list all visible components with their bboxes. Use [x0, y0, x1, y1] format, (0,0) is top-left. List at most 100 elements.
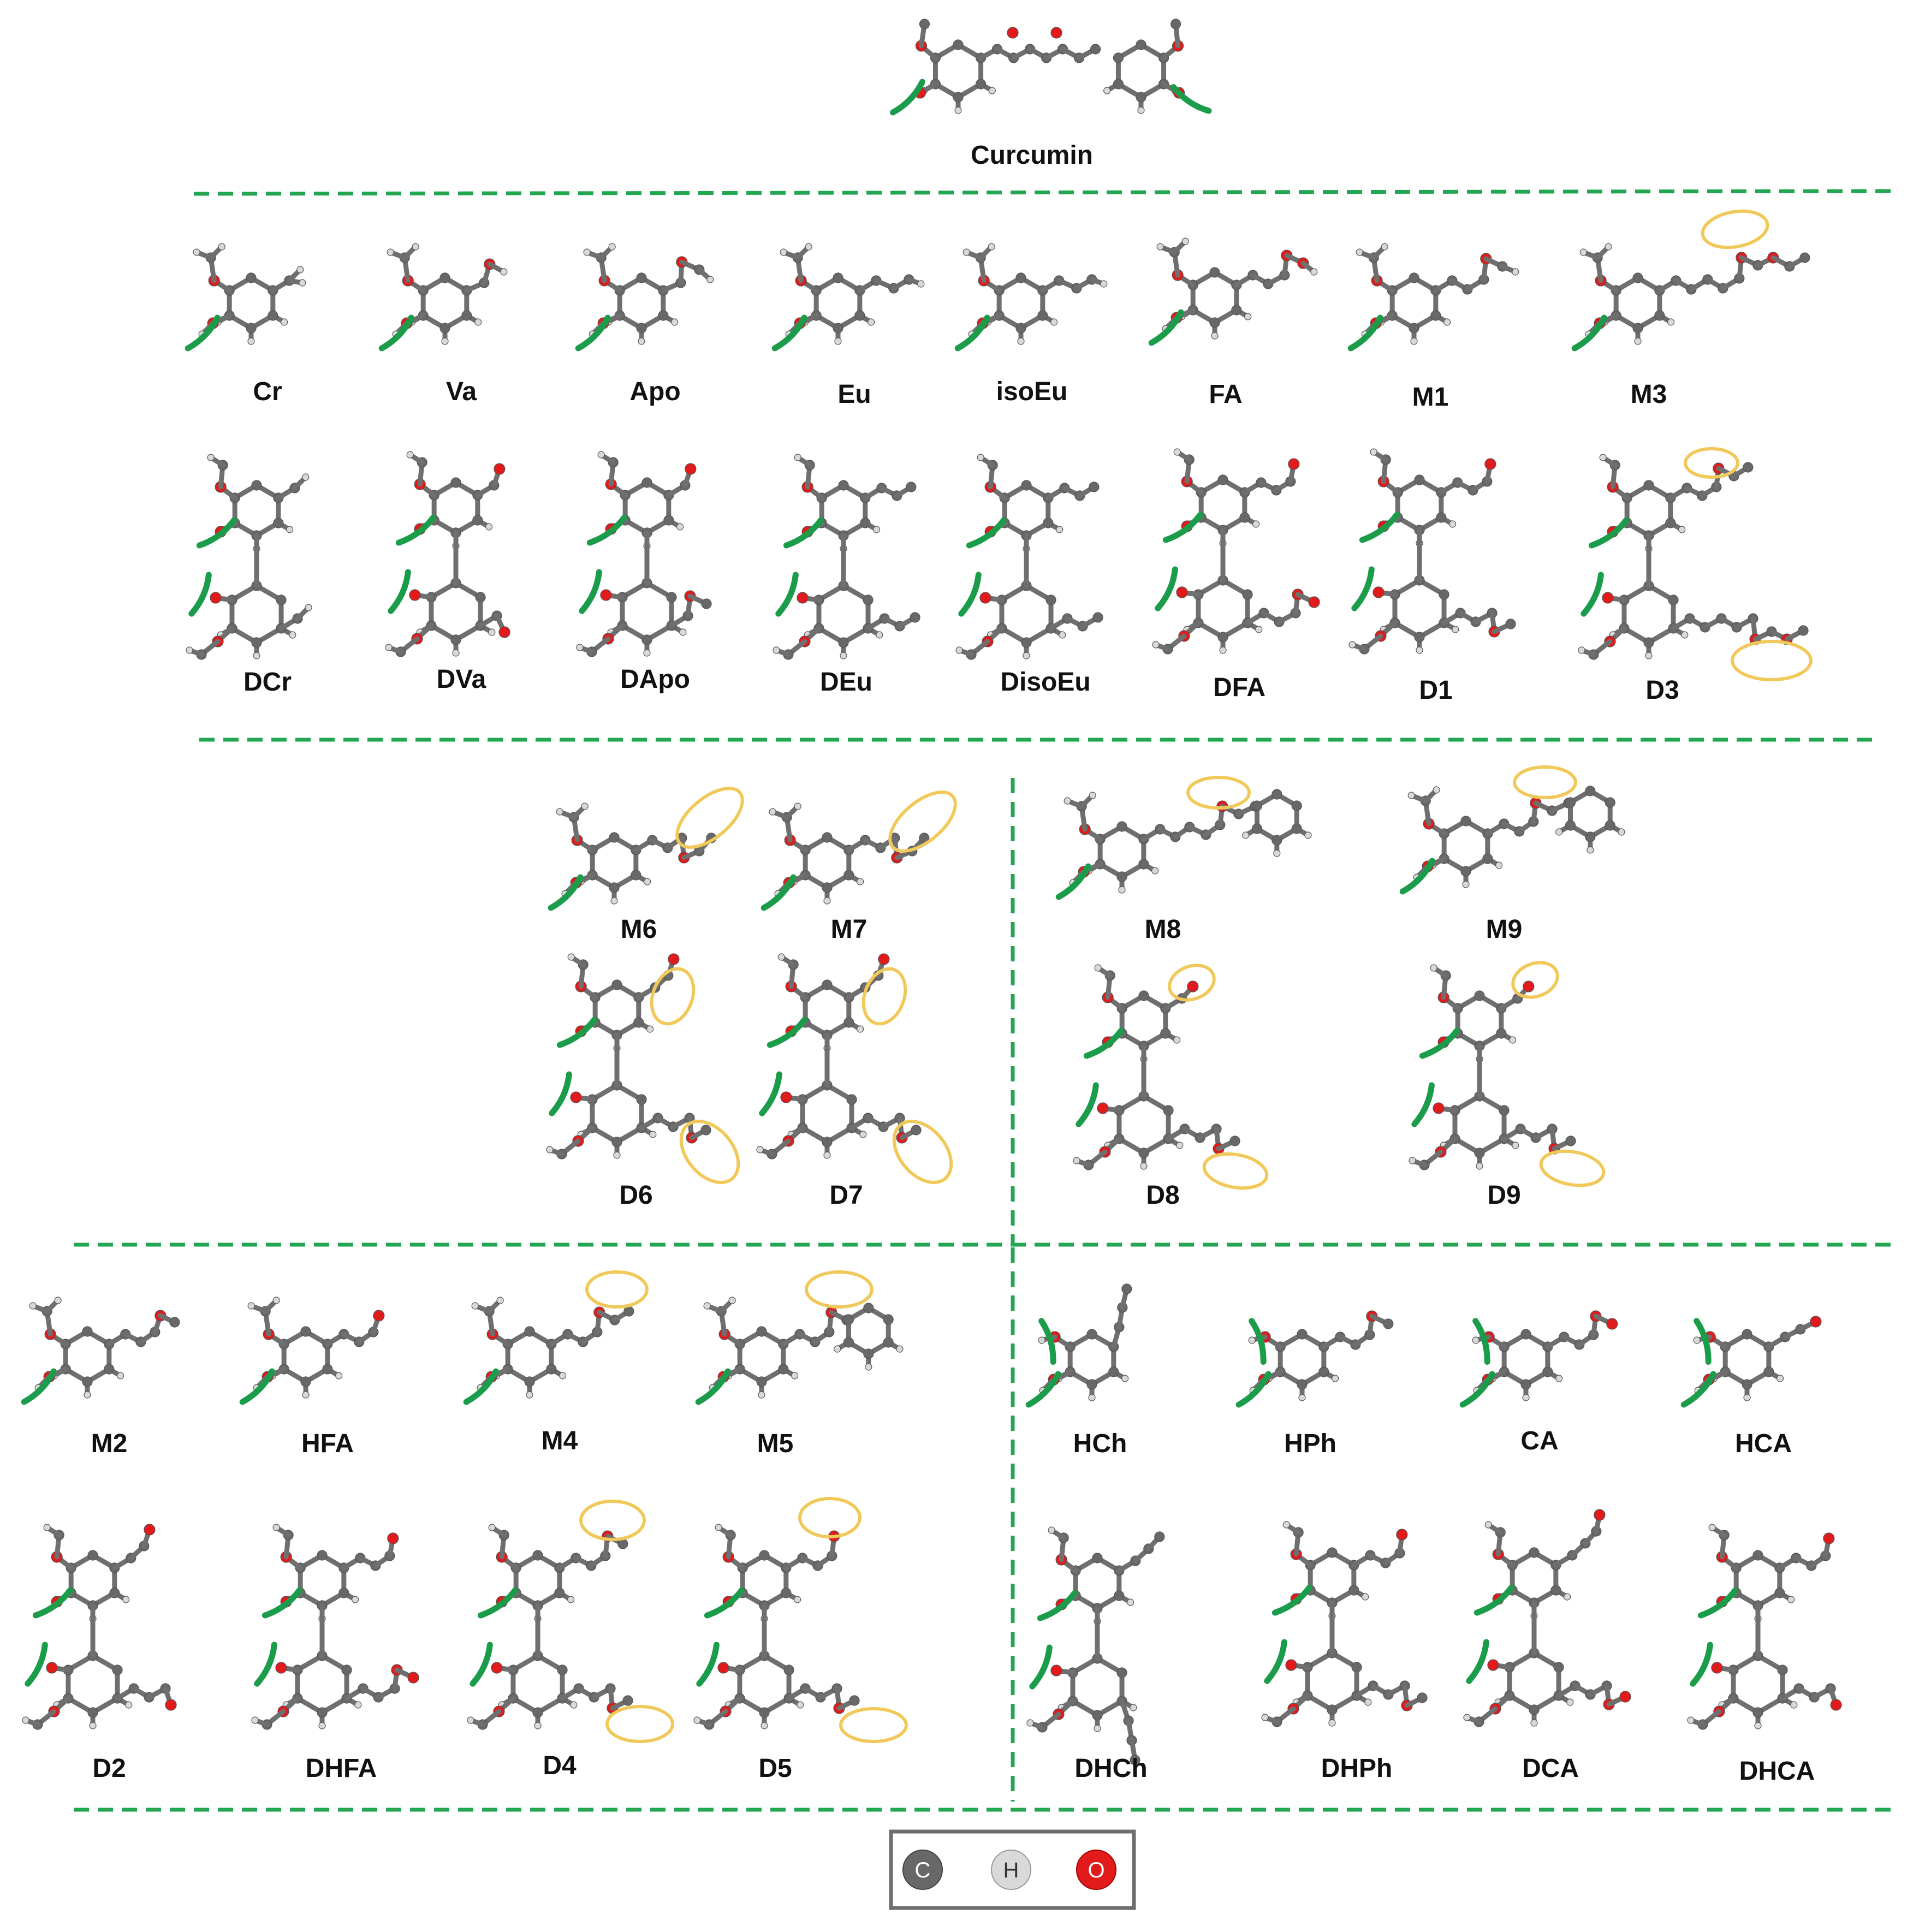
hydrogen-atom — [125, 1701, 133, 1709]
hydrogen-atom — [840, 652, 847, 659]
label-dca: DCA — [1522, 1754, 1579, 1783]
oxygen-atom — [1602, 592, 1614, 604]
hydrogen-atom — [218, 243, 225, 251]
carbon-atom — [1163, 1105, 1174, 1116]
hydrogen-atom — [1364, 1698, 1372, 1706]
carbon-atom — [833, 323, 843, 334]
carbon-atom — [273, 518, 284, 528]
label-d2: D2 — [92, 1754, 126, 1783]
carbon-atom — [1229, 1136, 1240, 1146]
hydrogen-atom — [385, 644, 393, 651]
carbon-atom — [849, 1695, 860, 1706]
interaction-arc — [1399, 858, 1435, 895]
hydrogen-atom — [1777, 1375, 1784, 1382]
hydrogen-atom — [1261, 1714, 1269, 1721]
label-m6: M6 — [621, 915, 657, 944]
carbon-atom — [863, 595, 874, 605]
hydrogen-atom — [1667, 318, 1675, 326]
carbon-atom — [1460, 816, 1471, 827]
hydrogen-atom — [1056, 526, 1063, 533]
hydrogen-atom — [296, 266, 304, 274]
carbon-atom — [1550, 1585, 1561, 1596]
interaction-arc — [704, 1587, 745, 1619]
carbon-atom — [843, 870, 854, 881]
hydrogen-atom — [1121, 1375, 1129, 1382]
hydrogen-atom — [988, 87, 996, 94]
oxygen-atom — [409, 589, 421, 601]
oxygen-atom — [600, 589, 612, 601]
interaction-arc — [470, 1642, 493, 1687]
carbon-atom — [1043, 518, 1054, 528]
hydrogen-atom — [117, 1372, 124, 1380]
carbon-atom — [338, 1588, 349, 1598]
hydrogen-atom — [1484, 1521, 1492, 1529]
label-cr: Cr — [253, 377, 282, 406]
molecule-d6 — [546, 953, 740, 1184]
hydrogen-atom — [1173, 1036, 1181, 1044]
molecule-m8 — [1055, 776, 1312, 900]
carbon-atom — [759, 1707, 770, 1718]
hydrogen-atom — [1273, 849, 1281, 857]
carbon-atom — [1348, 1585, 1359, 1596]
hydrogen-atom — [452, 649, 460, 657]
carbon-atom — [450, 477, 461, 488]
hydrogen-atom — [1356, 248, 1363, 256]
hydrogen-atom — [794, 1596, 801, 1603]
hydrogen-atom — [1790, 1701, 1798, 1709]
molecule-hca — [1680, 1316, 1822, 1408]
hydrogen-atom — [272, 1524, 280, 1531]
hydrogen-atom — [780, 248, 787, 256]
hydrogen-atom — [1708, 1524, 1716, 1531]
carbon-atom — [300, 1376, 311, 1387]
hydrogen-atom — [299, 279, 306, 287]
hydrogen-atom — [917, 280, 925, 288]
molecule-fa — [1148, 237, 1318, 346]
label-disoeu: DisoEu — [1000, 668, 1090, 697]
hydrogen-atom — [318, 1722, 326, 1729]
hydrogen-atom — [769, 808, 776, 816]
carbon-atom — [863, 1348, 874, 1359]
interaction-arc — [556, 1016, 597, 1048]
hydrogen-atom — [1211, 332, 1219, 340]
oxygen-atom — [717, 1662, 729, 1674]
oxygen-atom — [1830, 1699, 1842, 1711]
hydrogen-atom — [610, 897, 618, 905]
carbon-atom — [609, 832, 620, 843]
carbon-atom — [843, 1314, 854, 1325]
carbon-atom — [622, 1695, 633, 1706]
hydrogen-atom — [488, 1524, 496, 1531]
carbon-atom — [838, 480, 849, 491]
label-curcumin: Curcumin — [971, 141, 1093, 170]
hydrogen-atom — [1407, 792, 1415, 799]
label-d1: D1 — [1419, 676, 1452, 705]
hydrogen-atom — [1409, 1157, 1416, 1164]
hydrogen-atom — [1578, 646, 1585, 654]
hydrogen-atom — [441, 337, 449, 345]
carbon-atom — [1116, 1667, 1127, 1678]
label-fa: FA — [1209, 380, 1242, 409]
interaction-arc — [1076, 1082, 1099, 1127]
molecule-dva — [385, 451, 510, 657]
hydrogen-atom — [1181, 237, 1189, 245]
hydrogen-atom — [1248, 1336, 1256, 1344]
hydrogen-atom — [467, 1716, 474, 1724]
carbon-atom — [1553, 1662, 1564, 1673]
label-m8: M8 — [1145, 915, 1181, 944]
carbon-atom — [554, 1588, 565, 1598]
oxygen-atom — [1176, 586, 1188, 598]
carbon-atom — [109, 1588, 120, 1598]
carbon-atom — [953, 92, 964, 103]
carbon-atom — [1799, 252, 1810, 263]
hydrogen-atom — [1252, 520, 1260, 528]
carbon-atom — [1239, 512, 1250, 523]
carbon-atom — [658, 310, 669, 321]
carbon-atom — [701, 598, 712, 609]
interaction-arc — [1272, 1584, 1312, 1616]
hydrogen-atom — [354, 1701, 362, 1709]
carbon-atom — [1242, 589, 1253, 600]
hydrogen-atom — [193, 248, 200, 256]
molecule-curcumin — [889, 19, 1212, 116]
carbon-atom — [833, 272, 843, 283]
carbon-atom — [1436, 512, 1447, 523]
hydrogen-atom — [1605, 243, 1612, 251]
